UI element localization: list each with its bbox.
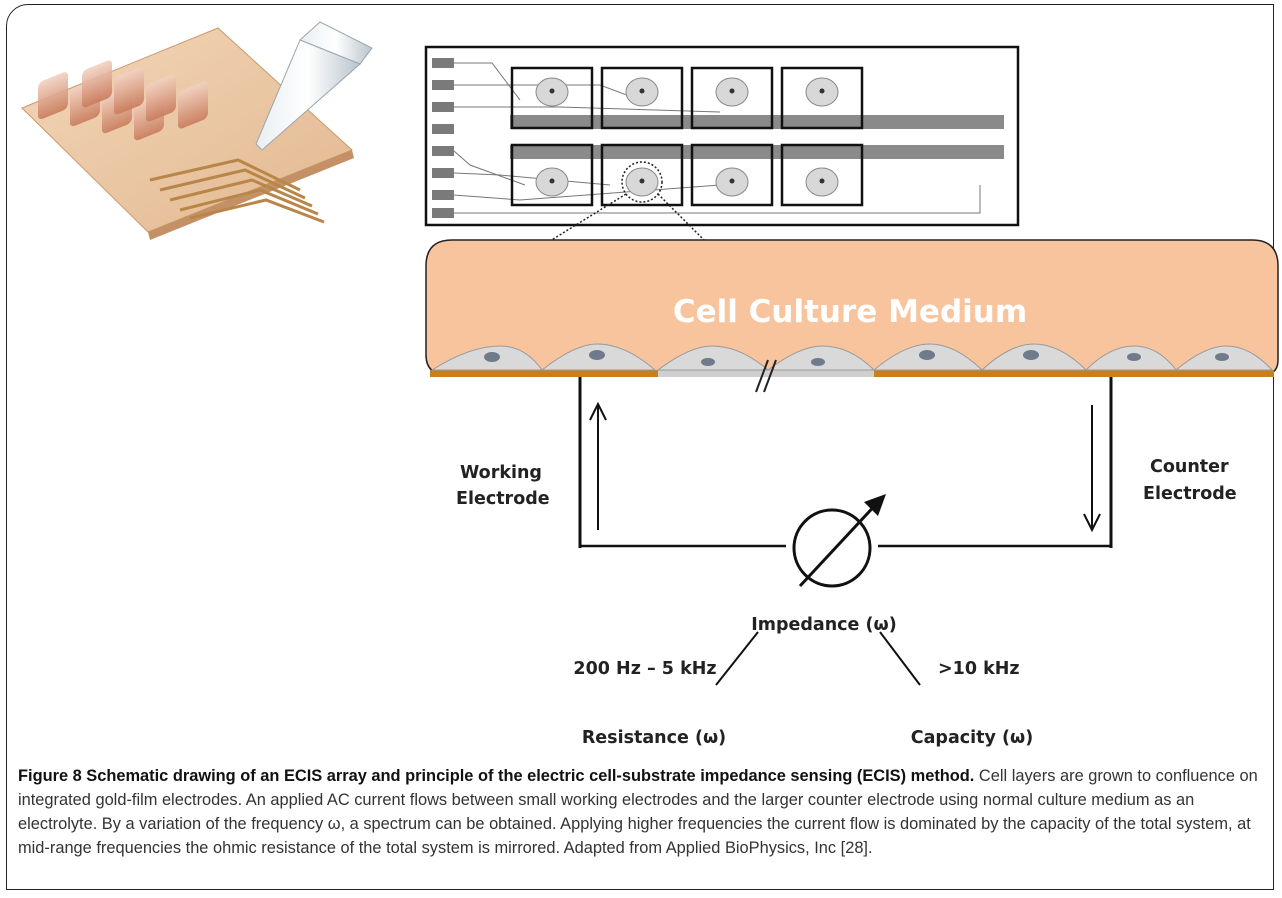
circuit-labels: Working Electrode Counter Electrode Impe… [456, 457, 1237, 748]
counter-gold-film [874, 370, 1274, 377]
high-frequency-label: >10 kHz [938, 659, 1020, 679]
cell [656, 345, 770, 371]
impedance-label: Impedance (ω) [751, 615, 896, 635]
caption-body: Cell layers are grown to confluence on i… [18, 767, 1258, 857]
counter-electrode-line1: Counter [1150, 457, 1229, 477]
cell [766, 345, 876, 371]
branch-left [715, 631, 759, 686]
medium-label: Cell Culture Medium [673, 294, 1027, 330]
caption-title: Figure 8 Schematic drawing of an ECIS ar… [18, 767, 975, 785]
figure-caption: Figure 8 Schematic drawing of an ECIS ar… [18, 764, 1268, 860]
branch-right [879, 631, 921, 686]
pipette [255, 21, 373, 151]
circuit [578, 377, 1113, 686]
zoom-circle [621, 161, 663, 203]
contact-pads [432, 58, 454, 218]
schematic-wells [510, 66, 864, 207]
working-electrodes [535, 77, 839, 197]
resistance-label: Resistance (ω) [582, 728, 726, 748]
current-down-arrow [1083, 405, 1101, 533]
working-gold-film [430, 370, 658, 377]
ecis-array-photo [21, 21, 373, 240]
low-frequency-label: 200 Hz – 5 kHz [573, 659, 716, 679]
ecis-figure: Cell Culture Medium [21, 21, 1279, 748]
cell-layer [430, 343, 1274, 393]
medium-block: Cell Culture Medium [425, 239, 1279, 376]
array-schematic [424, 45, 1020, 242]
figure-frame [6, 4, 1274, 890]
working-electrode-line1: Working [460, 463, 542, 483]
current-up-arrow [589, 401, 607, 530]
impedance-meter [792, 508, 872, 588]
counter-electrode-line2: Electrode [1143, 484, 1237, 504]
photo-wells [38, 60, 208, 141]
capacity-label: Capacity (ω) [911, 728, 1033, 748]
break-mark [755, 359, 777, 393]
working-electrode-line2: Electrode [456, 489, 550, 509]
